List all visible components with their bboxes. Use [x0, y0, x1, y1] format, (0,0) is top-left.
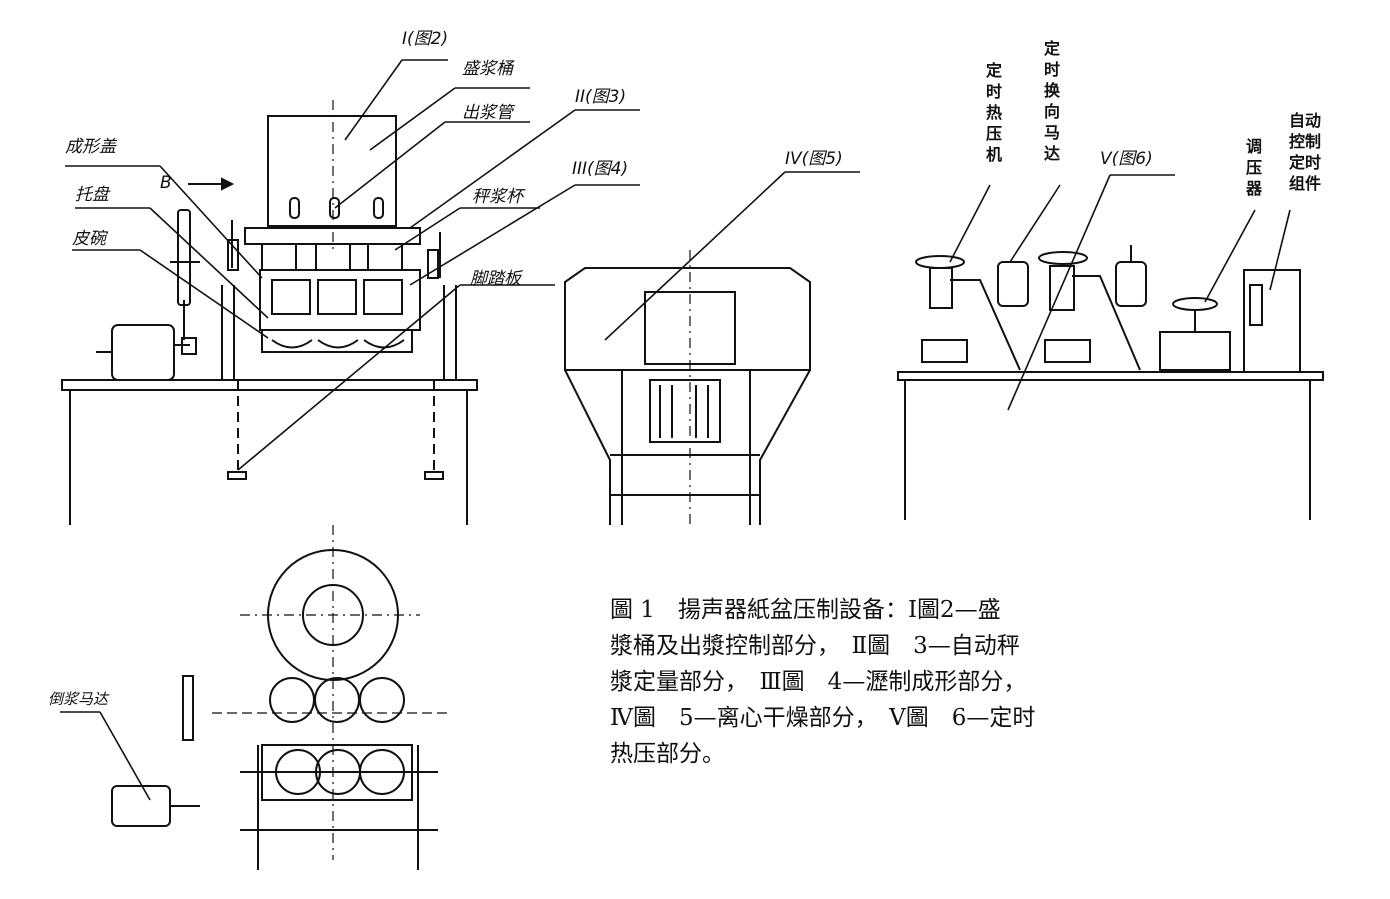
label-forming-cover: 成形盖: [65, 137, 116, 157]
caption-line-4: Ⅳ圖 5—离心干燥部分， Ⅴ圖 6—定时: [610, 705, 1036, 731]
label-arrow-b: B: [160, 173, 172, 193]
label-timed-reverse-motor: 定时换向马达: [1043, 39, 1060, 163]
label-auto-timer-a: 自动控制定时组件: [1285, 110, 1325, 194]
label-fig-IV: IV(图5): [785, 149, 843, 169]
label-stir-motor: 倒浆马达: [48, 690, 109, 708]
label-fig-II: II(图3): [575, 87, 627, 107]
label-outlet-pipe: 出浆管: [462, 103, 513, 123]
timed-heat-press: [898, 245, 1323, 520]
label-fig-I: I(图2): [402, 29, 449, 49]
leader-lines: [60, 60, 1290, 800]
label-regulator: 调压器: [1245, 137, 1262, 198]
label-tray: 托盘: [75, 185, 109, 205]
label-timed-press: 定时热压机: [985, 61, 1002, 164]
label-weigh-cup: 秤浆杯: [472, 187, 523, 207]
forming-machine: [62, 100, 477, 525]
label-fig-V: V(图6): [1100, 149, 1153, 169]
label-pulp-bowl: 皮碗: [72, 229, 106, 249]
figure-caption: 圖 1 揚声器紙盆压制設备：Ⅰ圖2—盛 漿桶及出漿控制部分， Ⅱ圖 3—自动秤 …: [610, 592, 1210, 772]
caption-line-3: 漿定量部分， Ⅲ圖 4—瀝制成形部分，: [610, 669, 1027, 695]
plan-view: [112, 525, 450, 870]
centrifugal-dryer: [565, 250, 810, 525]
caption-line-5: 热压部分。: [610, 741, 725, 767]
label-pedal: 脚踏板: [470, 269, 521, 289]
label-fig-III: III(图4): [572, 159, 629, 179]
label-auto-timer: 自动控制定时组件: [1288, 111, 1321, 193]
label-bucket: 盛浆桶: [462, 59, 513, 79]
caption-line-2: 漿桶及出漿控制部分， Ⅱ圖 3—自动秤: [610, 633, 1020, 659]
caption-line-1: 圖 1 揚声器紙盆压制設备：Ⅰ圖2—盛: [610, 597, 1001, 623]
